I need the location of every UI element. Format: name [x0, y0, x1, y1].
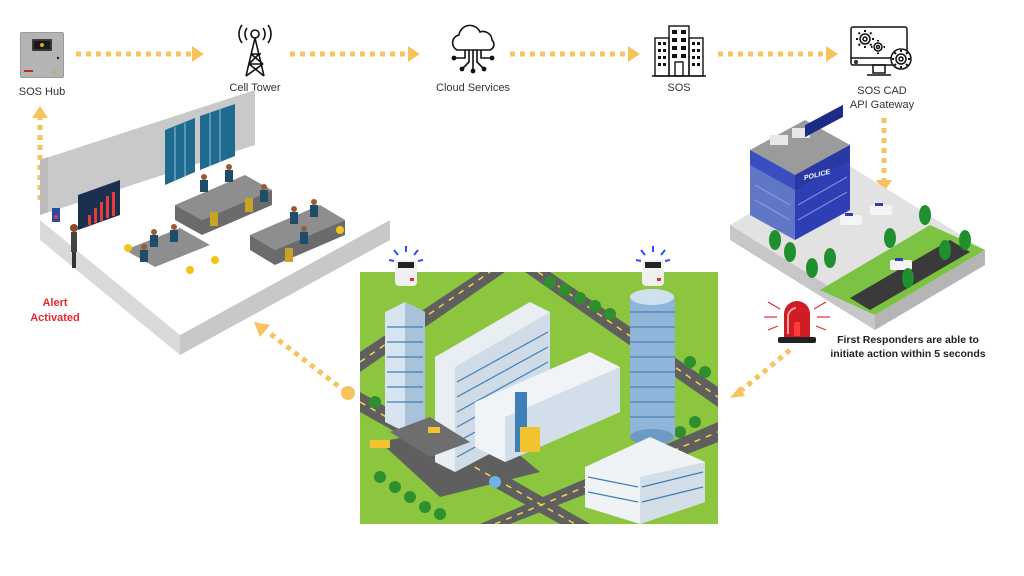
node-cell-tower: Cell Tower	[220, 22, 290, 98]
arrowhead	[876, 180, 892, 192]
node-sos-cad: SOS CAD API Gateway	[842, 25, 922, 115]
node-label: Cell Tower	[229, 82, 281, 94]
node-label: SOS Hub	[18, 86, 66, 98]
arrow-responders-to-city	[740, 348, 792, 392]
node-cloud-services: Cloud Services	[428, 24, 518, 98]
node-label-line1: SOS CAD	[857, 85, 907, 97]
node-sos: SOS	[648, 24, 710, 98]
control-room-illustration	[40, 90, 390, 355]
alert-activated-label: Alert Activated	[20, 296, 90, 326]
responders-line2: initiate action within 5 seconds	[830, 348, 986, 360]
responders-line1: First Responders are able to	[837, 334, 979, 346]
alert-line2: Activated	[30, 312, 80, 324]
arrowhead	[408, 46, 420, 62]
arrowhead	[628, 46, 640, 62]
node-label: SOS	[667, 82, 691, 94]
arrowhead	[826, 46, 838, 62]
city-illustration	[359, 246, 719, 525]
arrow-origin-dot	[341, 386, 355, 400]
arrowhead	[254, 322, 270, 337]
sos-beacon-left	[395, 260, 417, 286]
node-label: Cloud Services	[436, 82, 510, 94]
cloud-network-icon	[451, 24, 495, 74]
node-sos-hub: SOS Hub	[18, 30, 66, 112]
building-icon	[652, 25, 706, 77]
arrowhead	[730, 386, 745, 398]
arrow-city-to-control	[266, 330, 348, 394]
node-label-line2: API Gateway	[849, 99, 915, 111]
sos-beacon-right	[642, 260, 664, 286]
police-station-illustration	[730, 104, 985, 330]
arrowhead	[32, 106, 48, 118]
siren-icon	[764, 301, 830, 343]
alert-line1: Alert	[42, 297, 68, 309]
arrowhead	[192, 46, 204, 62]
monitor-gears-icon	[850, 26, 912, 76]
cell-tower-icon	[238, 24, 272, 77]
control-panel-icon	[20, 32, 64, 78]
responders-caption: First Responders are able to initiate ac…	[822, 333, 994, 361]
